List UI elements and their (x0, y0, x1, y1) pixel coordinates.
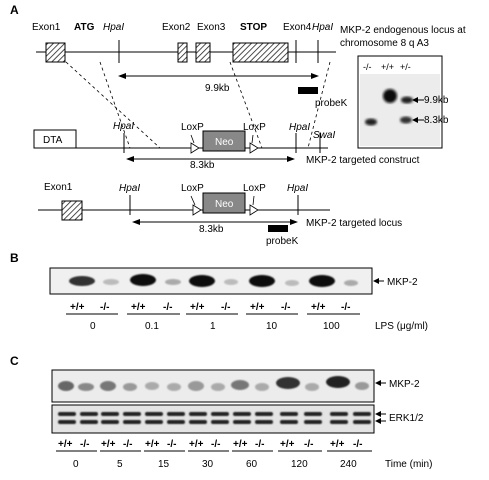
genotype-b-3: -/- (163, 302, 172, 313)
targeted-neo: Neo (215, 199, 234, 210)
blot-size-8-3: 8.3kb (424, 115, 449, 126)
genotype-b-1: -/- (100, 302, 109, 313)
western-blot-c-mkp2 (51, 369, 375, 403)
genotype-b-5: -/- (221, 302, 230, 313)
southern-blot (357, 55, 443, 149)
panel-label-a: A (10, 3, 19, 17)
blot-c-band-bottom: ERK1/2 (389, 413, 424, 424)
probe-label-top: probeK (315, 98, 348, 109)
erk-arrows (375, 411, 386, 424)
dta-label: DTA (43, 135, 63, 146)
targeted-construct-map (33, 129, 328, 154)
targeted-hpa-right: HpaI (287, 183, 308, 194)
time-unit: Time (min) (385, 459, 432, 470)
time-6: 240 (340, 459, 357, 470)
probe-k-bar-top (298, 87, 318, 94)
panel-label-b: B (10, 251, 19, 265)
label-exon1-top: Exon1 (32, 22, 61, 33)
genotype-c-5: -/- (167, 439, 176, 450)
blot-c-band-top: MKP-2 (389, 379, 420, 390)
label-hpa2-top: HpaI (312, 22, 333, 33)
time-row-c: 0 5 15 30 60 120 240 (73, 459, 357, 470)
time-4: 60 (246, 459, 258, 470)
construct-hpa-right: HpaI (289, 122, 310, 133)
genotype-b-9: -/- (341, 302, 350, 313)
dose-2: 1 (210, 321, 216, 332)
blot-size-arrows (412, 97, 424, 123)
distance-arrow-construct (126, 156, 295, 162)
construct-swa: SwaI (313, 130, 335, 141)
targeted-exon1: Exon1 (44, 182, 73, 193)
targeted-locus-map (38, 192, 330, 221)
distance-arrow-9-9kb (118, 73, 319, 79)
construct-hpa-left: HpaI (113, 121, 134, 132)
genotype-b-2: +/+ (131, 302, 146, 313)
distance-arrow-targeted (132, 219, 298, 225)
blot-lane-0: -/- (363, 62, 372, 72)
label-atg: ATG (74, 22, 95, 33)
probe-k-bar-bottom (268, 225, 288, 232)
genotype-row-c: +/+ -/- +/+ -/- +/+ -/- +/+ -/- +/+ -/- … (58, 439, 362, 450)
dose-unit: LPS (μg/ml) (375, 321, 428, 332)
time-1: 5 (117, 459, 123, 470)
western-blot-b (49, 267, 373, 295)
dist-label-endogenous: 9.9kb (205, 83, 230, 94)
homology-lines (65, 61, 331, 149)
targeted-loxp1: LoxP (181, 183, 204, 194)
dist-label-construct: 8.3kb (190, 160, 215, 171)
genotype-c-13: -/- (353, 439, 362, 450)
genotype-c-2: +/+ (101, 439, 116, 450)
genotype-c-0: +/+ (58, 439, 73, 450)
dose-3: 10 (266, 321, 278, 332)
time-5: 120 (291, 459, 308, 470)
probe-label-bottom: probeK (266, 236, 299, 247)
genotype-b-6: +/+ (250, 302, 265, 313)
label-stop: STOP (240, 22, 267, 33)
dose-row-b: 0 0.1 1 10 100 (90, 321, 340, 332)
time-0: 0 (73, 459, 79, 470)
blot-size-9-9: 9.9kb (424, 95, 449, 106)
genotype-b-7: -/- (281, 302, 290, 313)
dose-0: 0 (90, 321, 96, 332)
blot-b-band-label: MKP-2 (387, 277, 418, 288)
targeted-loxp2: LoxP (243, 183, 266, 194)
genotype-b-0: +/+ (70, 302, 85, 313)
genotype-c-8: +/+ (233, 439, 248, 450)
genotype-c-9: -/- (255, 439, 264, 450)
construct-loxp1: LoxP (181, 122, 204, 133)
panel-label-c: C (10, 354, 19, 368)
time-2: 15 (158, 459, 170, 470)
locus-title-line1: MKP-2 endogenous locus at (340, 25, 466, 36)
dose-1: 0.1 (145, 321, 159, 332)
genotype-c-6: +/+ (189, 439, 204, 450)
construct-loxp2: LoxP (243, 122, 266, 133)
label-exon2: Exon2 (162, 22, 191, 33)
targeted-caption: MKP-2 targeted locus (306, 218, 402, 229)
dose-4: 100 (323, 321, 340, 332)
construct-neo: Neo (215, 137, 234, 148)
blot-lane-1: +/+ (381, 62, 394, 72)
genotype-c-1: -/- (80, 439, 89, 450)
genotype-c-12: +/+ (330, 439, 345, 450)
blot-lane-2: +/- (400, 62, 411, 72)
dist-label-targeted: 8.3kb (199, 224, 224, 235)
endogenous-locus-map (36, 40, 336, 63)
genotype-b-4: +/+ (190, 302, 205, 313)
targeted-hpa-left: HpaI (119, 183, 140, 194)
genotype-c-7: -/- (211, 439, 220, 450)
genotype-row-b: +/+ -/- +/+ -/- +/+ -/- +/+ -/- +/+ -/- (70, 302, 350, 313)
genotype-b-8: +/+ (311, 302, 326, 313)
genotype-c-11: -/- (304, 439, 313, 450)
label-exon3: Exon3 (197, 22, 226, 33)
genotype-c-10: +/+ (280, 439, 295, 450)
genotype-c-3: -/- (123, 439, 132, 450)
label-exon4: Exon4 (283, 22, 312, 33)
construct-caption: MKP-2 targeted construct (306, 155, 420, 166)
locus-title-line2: chromosome 8 q A3 (340, 38, 429, 49)
genotype-c-4: +/+ (145, 439, 160, 450)
time-3: 30 (202, 459, 214, 470)
western-blot-c-erk (51, 404, 375, 434)
label-hpa1-top: HpaI (103, 22, 124, 33)
